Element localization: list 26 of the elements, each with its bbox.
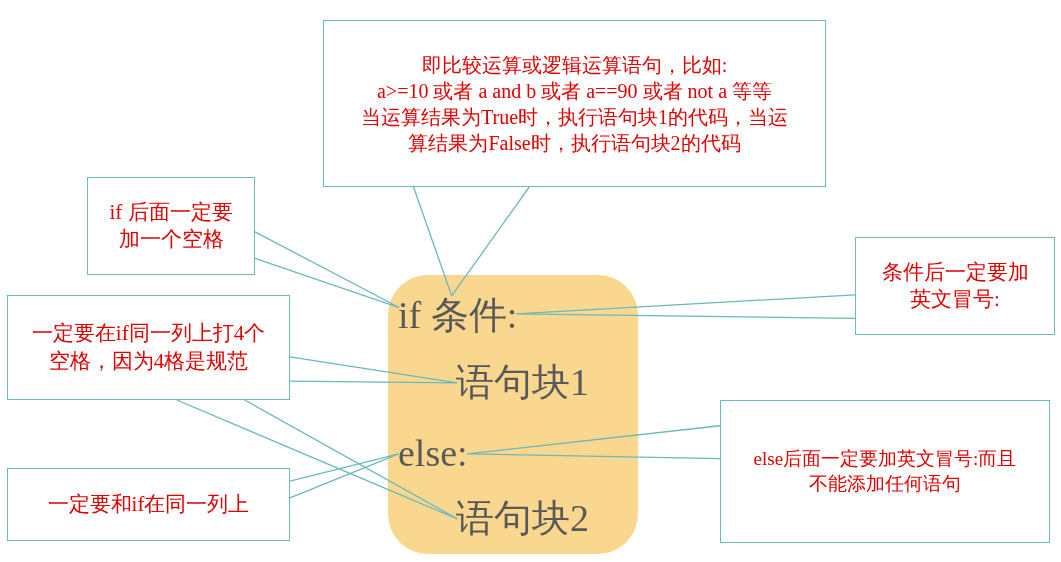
code-line: else: — [398, 433, 468, 475]
callout-text: 当运算结果为True时，执行语句块1的代码，当运算结果为False时，执行语句块2的代码 — [359, 104, 790, 156]
callout-text: 一定要在if同一列上打4个空格，因为4格是规范 — [30, 320, 267, 375]
callout-box — [7, 468, 290, 541]
leader-line — [289, 453, 400, 499]
callout-text: 条件后一定要加英文冒号: — [880, 258, 1030, 313]
code-line: 语句块1 — [456, 362, 589, 404]
code-panel — [388, 275, 638, 554]
leader-line — [412, 186, 530, 297]
callout-text: if 后面一定要加一个空格 — [108, 198, 234, 253]
callout-text: else后面一定要加英文冒号:而且不能添加任何语句 — [752, 446, 1018, 496]
leader-line — [515, 294, 856, 319]
leader-line — [289, 356, 458, 384]
code-line: 语句块2 — [456, 498, 589, 540]
callout-text: 一定要和if在同一列上 — [47, 490, 250, 518]
leader-line — [176, 399, 458, 520]
leader-line — [254, 231, 400, 309]
callout-text: 即比较运算或逻辑运算语句，比如: — [421, 52, 728, 78]
callout-box — [323, 20, 826, 187]
callout-box — [855, 237, 1055, 335]
callout-box — [7, 295, 290, 400]
code-line: if 条件: — [398, 295, 518, 337]
callout-text: a>=10 或者 a and b 或者 a==90 或者 not a 等等 — [376, 78, 773, 104]
callout-box — [720, 400, 1050, 543]
callout-box — [87, 177, 255, 275]
leader-line — [466, 425, 721, 460]
